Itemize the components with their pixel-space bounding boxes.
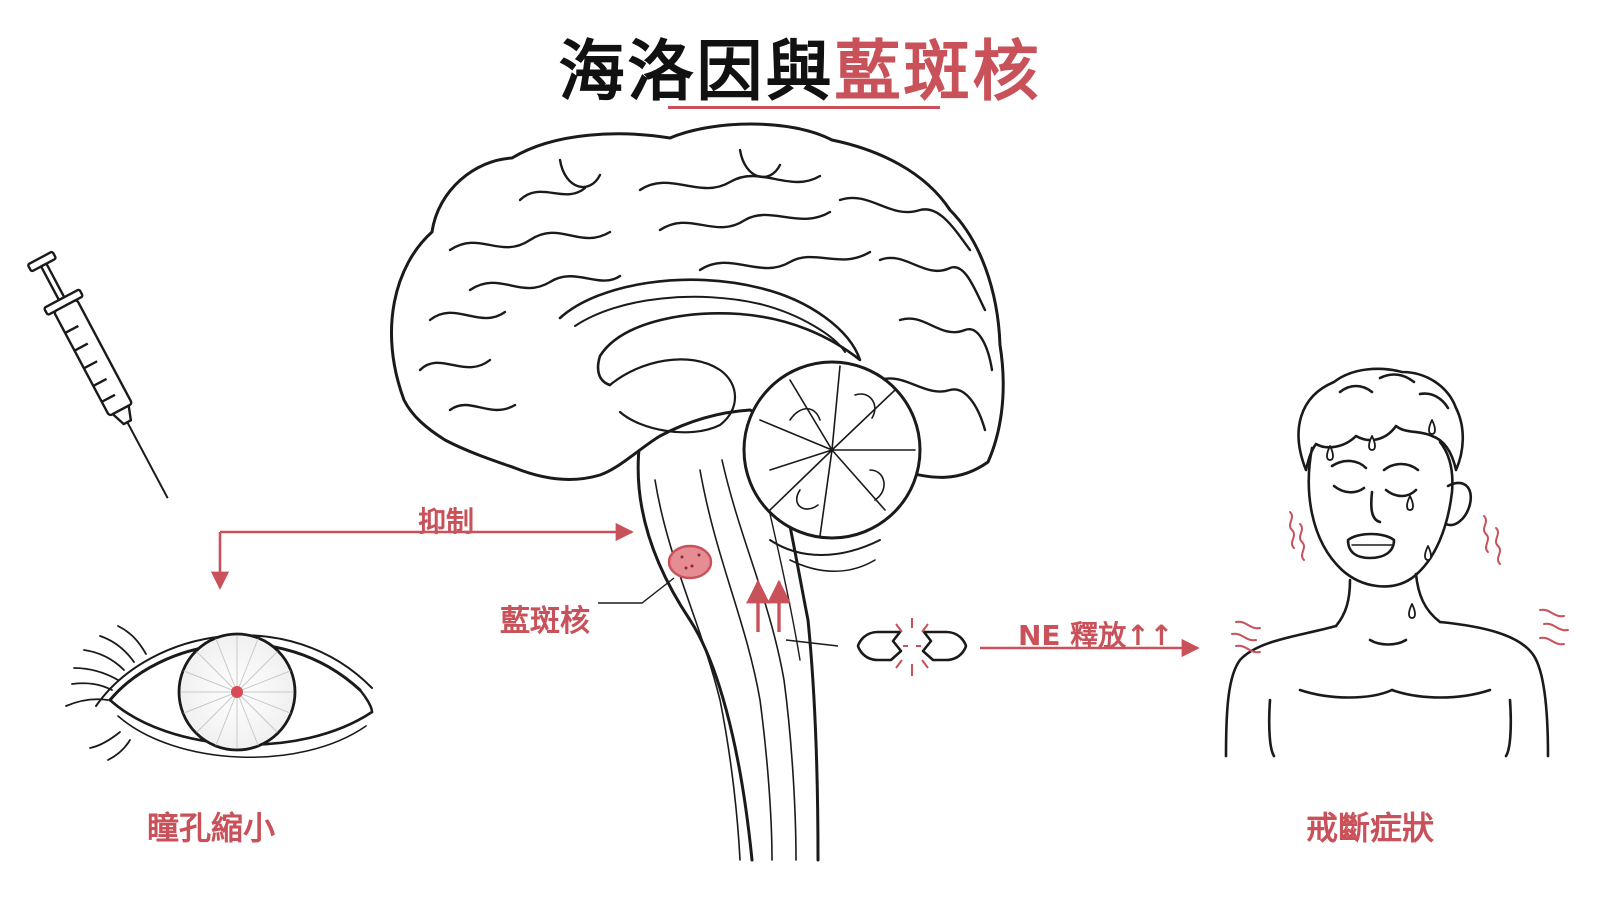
label-locus-coeruleus: 藍斑核: [500, 604, 590, 639]
syringe-icon: [27, 250, 169, 499]
burst-icon: [895, 618, 929, 676]
locus-coeruleus-spot: [667, 544, 713, 580]
locus-coeruleus-leader: [598, 577, 675, 604]
eye-illustration: [65, 625, 374, 761]
ne-up-arrows: [746, 579, 791, 632]
title-accent: 藍斑核: [834, 33, 1042, 110]
page-title: 海洛因與藍斑核: [0, 18, 1600, 114]
shaking-lines-icon: [1231, 511, 1569, 654]
label-inhibit: 抑制: [418, 505, 475, 538]
brain-illustration: [390, 122, 1005, 862]
title-underline: [668, 106, 940, 109]
capsule-leader: [785, 639, 839, 647]
label-withdrawal: 戒斷症狀: [1306, 809, 1435, 847]
title-main: 海洛因與: [558, 33, 835, 110]
label-pupil-constriction: 瞳孔縮小: [147, 809, 276, 847]
label-ne-release: NE 釋放↑↑: [1018, 619, 1174, 652]
capsule-icon: [856, 630, 968, 662]
sweating-man-illustration: [1224, 367, 1550, 758]
